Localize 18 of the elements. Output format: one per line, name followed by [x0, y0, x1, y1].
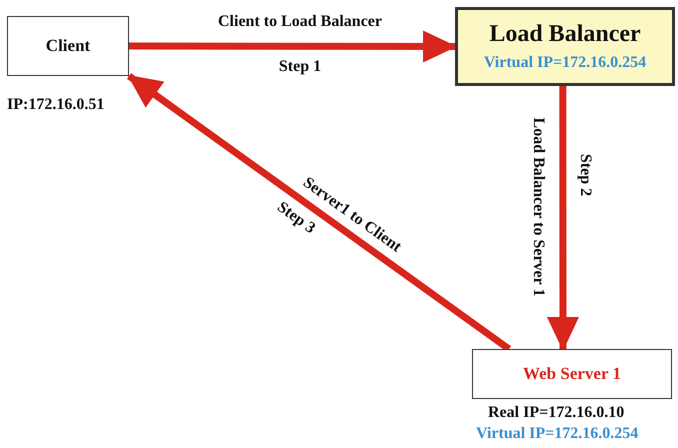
node-title: Load Balancer	[489, 21, 641, 48]
ip-address-text: Virtual IP=172.16.0.254	[476, 425, 638, 443]
ip-address-text: Virtual IP=172.16.0.254	[484, 54, 646, 72]
node-title: Client	[46, 36, 90, 56]
ip-address-text: Real IP=172.16.0.10	[488, 404, 624, 422]
arrow	[126, 73, 512, 352]
arrow	[129, 30, 457, 62]
server-box	[472, 349, 672, 399]
step-label: Step 2	[576, 154, 594, 196]
edge-label: Load Balancer to Server 1	[529, 118, 547, 296]
edge-label: Client to Load Balancer	[218, 13, 382, 31]
ip-address-text: IP:172.16.0.51	[7, 96, 104, 114]
node-title: Web Server 1	[523, 364, 621, 384]
load-balancer-box	[455, 7, 675, 86]
step-label: Step 3	[274, 198, 318, 238]
step-label: Step 1	[278, 58, 322, 76]
arrow	[546, 86, 579, 351]
client-box	[7, 16, 129, 76]
